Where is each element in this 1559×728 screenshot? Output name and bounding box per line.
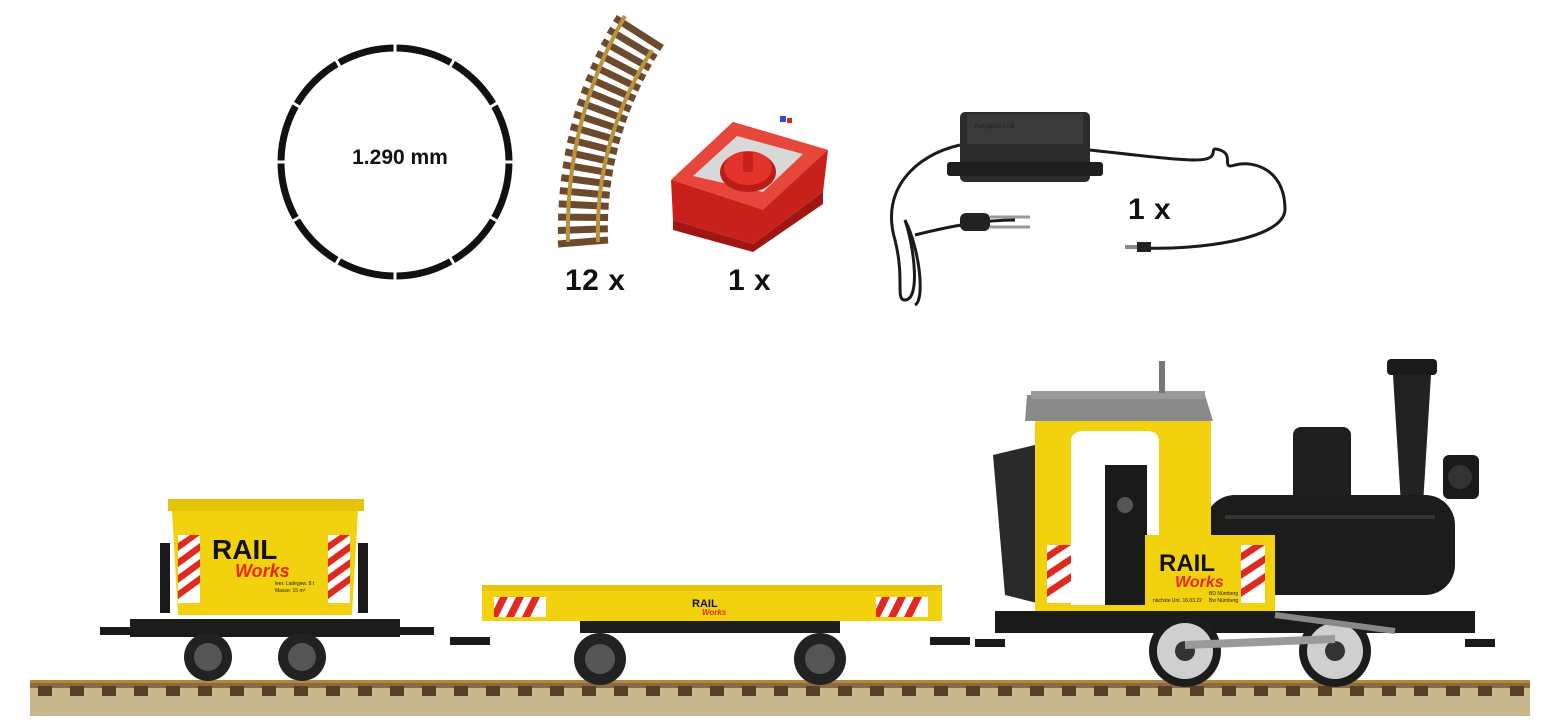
controller-quantity: 1 x: [728, 264, 772, 297]
loco-rail-text: RAIL: [1159, 550, 1215, 577]
loco-fine-print-2: Bw Nürnberg: [1209, 598, 1238, 604]
power-supply-label: Netzgerät LGB: [975, 124, 1015, 130]
speed-controller: [671, 116, 828, 252]
tipper-rail-text: RAIL: [212, 534, 277, 565]
curved-track-segment: [557, 15, 664, 248]
flat-car: RAIL Works: [450, 585, 970, 685]
tipper-works-text: Works: [235, 561, 290, 581]
locomotive: RAIL Works BD Nürnberg Bw Nürnberg nächs…: [975, 359, 1495, 687]
loco-works-text: Works: [1175, 574, 1224, 591]
flatcar-rail-text: RAIL: [692, 598, 718, 610]
track-bed: [30, 680, 1530, 716]
loco-fine-print-3: nächste Unt. 16.03.22: [1153, 598, 1202, 604]
tipper-fine-print-1: leer. Ladegew. 8 t: [275, 581, 315, 587]
loco-fine-print-1: BD Nürnberg: [1209, 591, 1238, 597]
power-supply: Netzgerät LGB: [889, 112, 1287, 307]
curved-track-quantity: 12 x: [565, 264, 626, 297]
flatcar-works-text: Works: [702, 608, 727, 617]
tipper-fine-print-2: Masse: 15 m³: [275, 588, 306, 594]
track-circle-diagram: [275, 42, 515, 282]
tipper-car: RAIL Works leer. Ladegew. 8 t Masse: 15 …: [100, 499, 434, 681]
power-supply-quantity: 1 x: [1128, 193, 1172, 226]
circle-diameter-label: 1.290 mm: [352, 146, 448, 169]
